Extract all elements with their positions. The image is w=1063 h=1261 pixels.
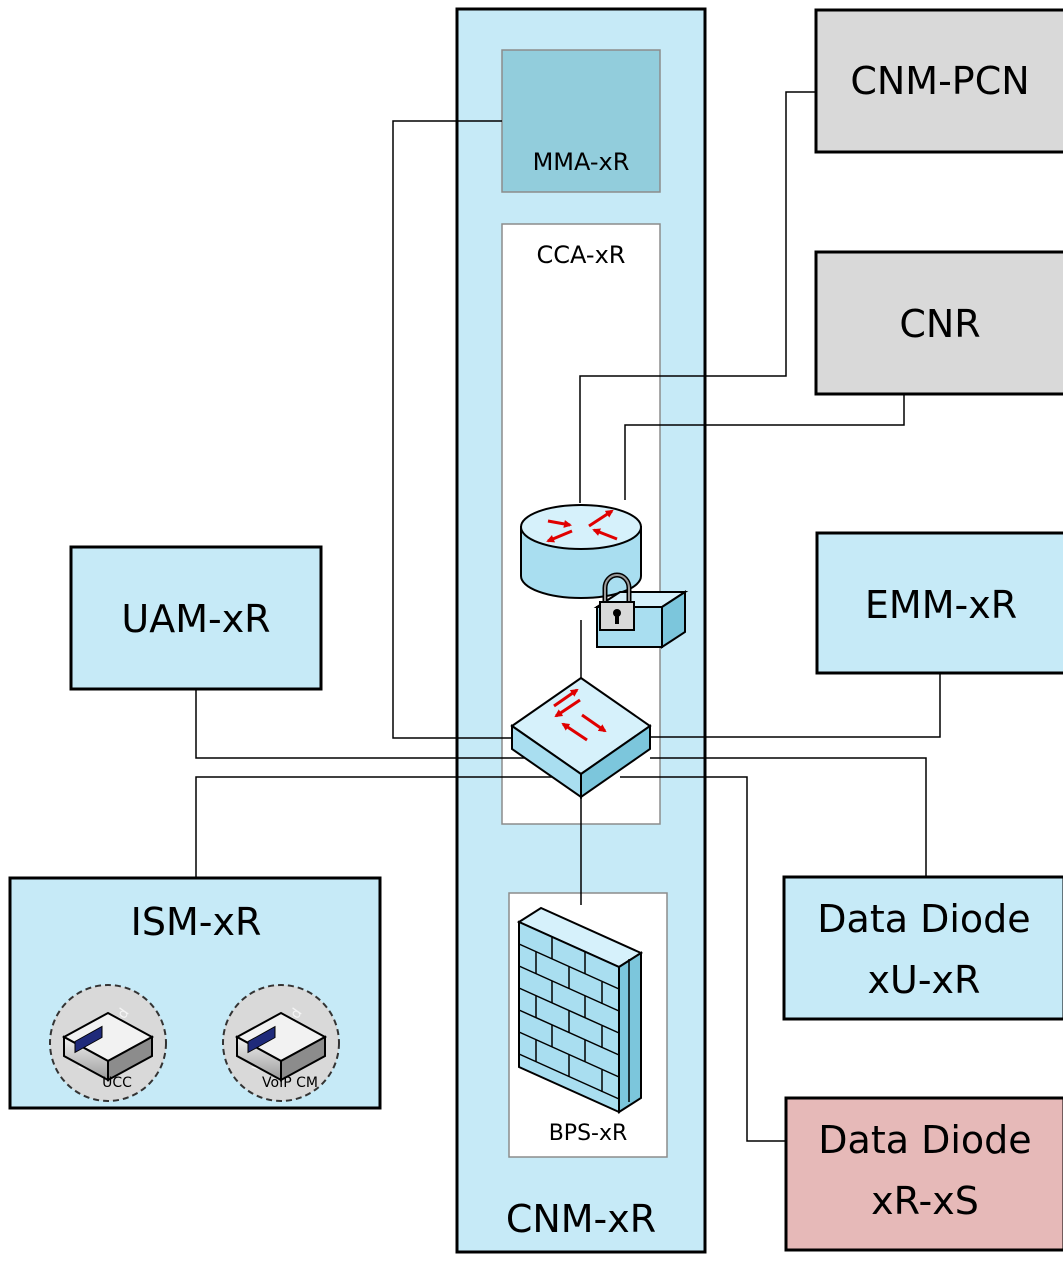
cnm-xr-label: CNM-xR (506, 1197, 656, 1241)
virtual-server-icon (234, 1011, 328, 1082)
mma-xr-box (501, 49, 661, 193)
connection-lines (195, 91, 941, 1142)
diode-xu-xr-box (782, 875, 1063, 1021)
cnm-pcn-label: CNM-PCN (850, 59, 1029, 103)
diode-xr-xs-box (784, 1096, 1063, 1252)
emm-xr-label: EMM-xR (865, 583, 1017, 627)
virtual-server-icon (61, 1011, 155, 1082)
link-uam-switch (195, 689, 530, 759)
voip-cm-virtual-server: Virtualized VoIP CM (222, 984, 340, 1102)
diode-xr-xs-line1: Data Diode (818, 1118, 1031, 1162)
mma-xr-label: MMA-xR (533, 148, 630, 176)
firewall-icon (516, 906, 644, 1114)
ism-xr-label: ISM-xR (131, 900, 262, 944)
voip-cm-label: VoIP CM (262, 1075, 318, 1091)
uam-xr-box (69, 545, 323, 691)
link-switch-diode-xu (650, 757, 927, 877)
cnm-pcn-box (814, 8, 1063, 154)
link-ism-switch (195, 776, 560, 878)
cnr-label: CNR (899, 302, 980, 346)
uam-xr-label: UAM-xR (121, 597, 270, 641)
diode-xu-xr-line2: xU-xR (868, 958, 981, 1002)
switch-icon (510, 676, 652, 799)
link-switch-diode-xs (620, 776, 786, 1142)
emm-xr-box (815, 531, 1063, 675)
ucc-virtual-server: Virtualized UCC (49, 984, 167, 1102)
link-mma-switch (392, 120, 520, 739)
link-pcn-router (579, 91, 816, 503)
link-cnr-router (624, 394, 905, 500)
cca-xr-label: CCA-xR (537, 241, 626, 269)
bps-xr-label: BPS-xR (549, 1121, 628, 1146)
diode-xr-xs-line2: xR-xS (871, 1179, 979, 1223)
diode-xu-xr-line1: Data Diode (817, 897, 1030, 941)
link-emm-switch (650, 673, 941, 738)
cnr-box (814, 250, 1063, 396)
router-lock-icon (520, 504, 689, 649)
ucc-label: UCC (102, 1075, 132, 1091)
